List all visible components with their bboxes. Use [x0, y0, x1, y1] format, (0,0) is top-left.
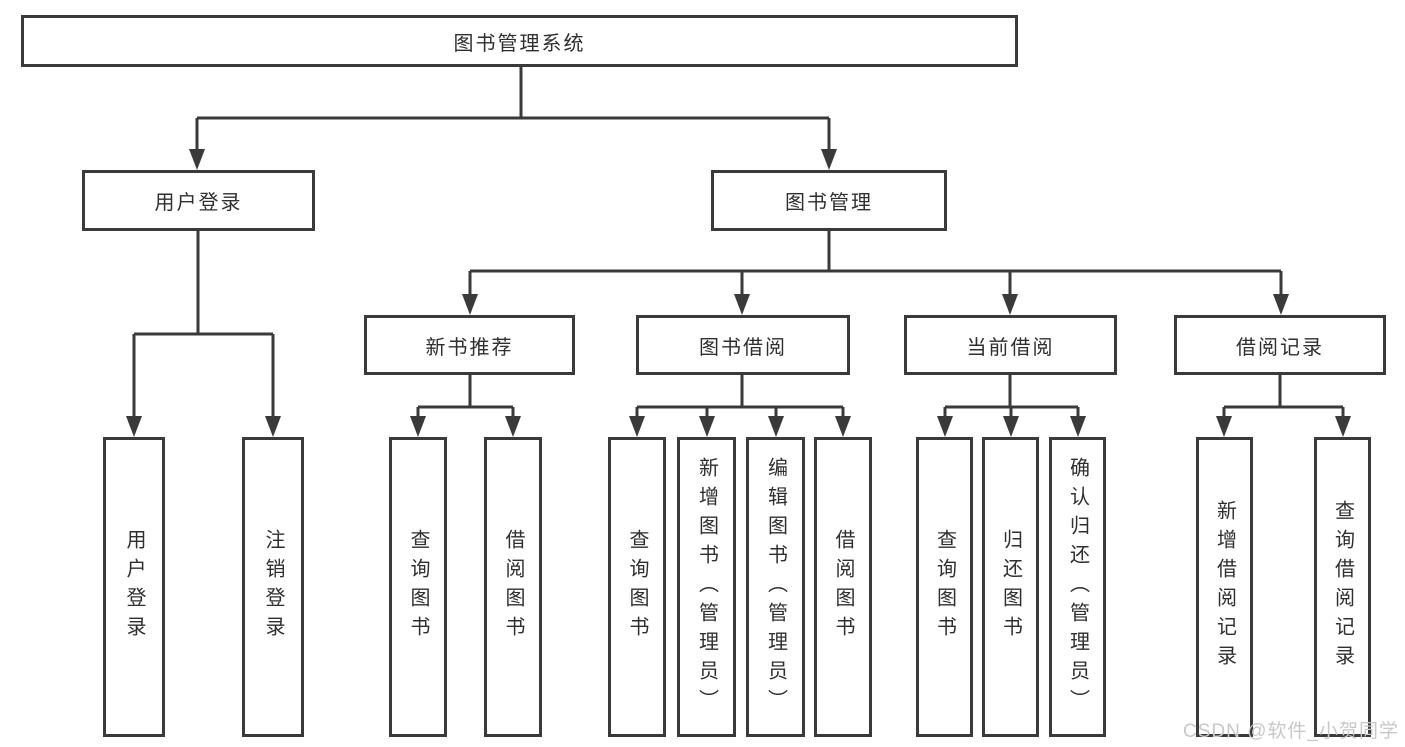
csdn-watermark: CSDN @软件_小贺同学 [1183, 721, 1399, 742]
leaf-node-query-borrow-record: 查询借阅记录 [1314, 437, 1371, 737]
leaf-node-borrow-books: 借阅图书 [814, 437, 872, 737]
node-book-borrow: 图书借阅 [636, 315, 850, 375]
leaf-node-user-login: 用户登录 [103, 437, 165, 737]
node-user-login: 用户登录 [82, 170, 315, 231]
arrow-icon [126, 416, 142, 437]
leaf-node-query-books: 查询图书 [916, 437, 973, 737]
connector-user-login [132, 231, 275, 422]
arrow-icon [629, 416, 645, 437]
connector-root [195, 67, 831, 155]
arrow-icon [937, 416, 953, 437]
connector-current-borrow [943, 375, 1080, 423]
arrow-icon [1335, 416, 1351, 437]
leaf-node-logout: 注销登录 [242, 437, 304, 737]
leaf-node-add-borrow-record: 新增借阅记录 [1196, 437, 1253, 737]
node-new-book-recommend: 新书推荐 [364, 315, 575, 375]
leaf-node-add-books-admin: 新增图书（管理员） [677, 437, 736, 737]
arrow-icon [734, 294, 750, 315]
arrow-icon [462, 294, 478, 315]
arrow-icon [505, 416, 521, 437]
arrow-icon [821, 149, 837, 170]
leaf-node-confirm-return-admin: 确认归还（管理员） [1049, 437, 1106, 737]
leaf-node-borrow-books: 借阅图书 [484, 437, 542, 737]
connector-book-borrow [635, 375, 845, 423]
arrow-icon [1070, 416, 1086, 437]
leaf-node-return-books: 归还图书 [982, 437, 1039, 737]
arrow-icon [768, 416, 784, 437]
node-current-borrow: 当前借阅 [904, 315, 1117, 375]
leaf-node-edit-books-admin: 编辑图书（管理员） [746, 437, 805, 737]
arrowheads [126, 149, 1351, 437]
arrow-icon [835, 416, 851, 437]
arrow-icon [1002, 294, 1018, 315]
connector-new-book [416, 375, 515, 423]
arrow-icon [1216, 416, 1232, 437]
node-book-management: 图书管理 [711, 170, 947, 231]
arrow-icon [1003, 416, 1019, 437]
root-node-library-system: 图书管理系统 [21, 15, 1018, 67]
arrow-icon [699, 416, 715, 437]
connector-book-management [468, 231, 1283, 300]
arrow-icon [189, 149, 205, 170]
leaf-node-query-books: 查询图书 [608, 437, 666, 737]
leaf-node-query-books: 查询图书 [389, 437, 447, 737]
arrow-icon [1273, 294, 1289, 315]
arrow-icon [410, 416, 426, 437]
node-borrow-records: 借阅记录 [1174, 315, 1386, 375]
arrow-icon [265, 416, 281, 437]
connector-borrow-records [1222, 375, 1345, 423]
